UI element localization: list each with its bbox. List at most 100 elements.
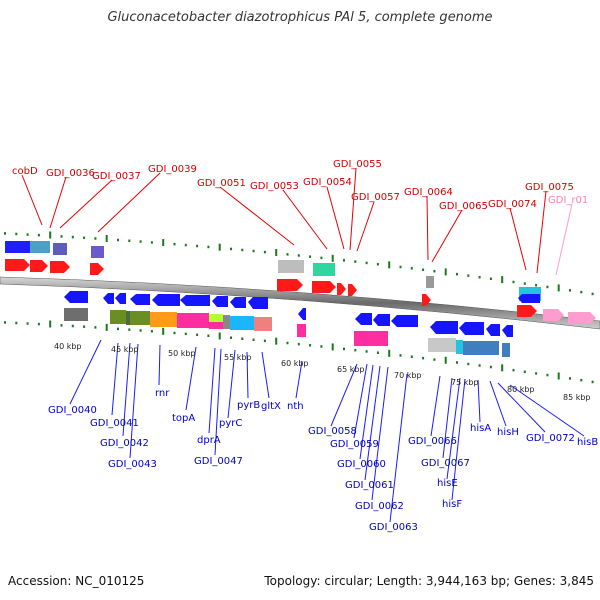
gene-hisE-box[interactable] [456, 340, 463, 354]
label-GDI-0043[interactable]: GDI_0043 [108, 459, 157, 470]
label-GDI-0042[interactable]: GDI_0042 [100, 438, 149, 449]
label-GDI-0053[interactable]: GDI_0053 [250, 181, 299, 192]
label-pyrB[interactable]: pyrB [237, 400, 260, 411]
minor-tick [569, 289, 571, 292]
gene-arrow[interactable] [248, 297, 268, 309]
gene-arrow[interactable] [373, 314, 390, 326]
gene-GDI-0041-box[interactable] [110, 310, 126, 324]
gene-GDI-0066-box[interactable] [428, 338, 456, 352]
gene-GDI-0047-box[interactable] [209, 322, 223, 329]
label-GDI-0074[interactable]: GDI_0074 [488, 199, 537, 210]
label-GDI-0057[interactable]: GDI_0057 [351, 192, 400, 203]
gene-topA-box[interactable] [177, 313, 209, 328]
rrna-arrow[interactable] [543, 309, 564, 321]
label-GDI-0066[interactable]: GDI_0066 [408, 436, 457, 447]
label-GDI-0054[interactable]: GDI_0054 [303, 177, 352, 188]
gene-GDI-0043-box[interactable] [130, 311, 150, 325]
label-hisF[interactable]: hisF [442, 499, 462, 510]
gene-GDI-0064-box[interactable] [426, 276, 434, 288]
gene-arrow[interactable] [391, 315, 418, 327]
gene-arrow[interactable] [312, 281, 336, 293]
label-GDI-0040[interactable]: GDI_0040 [48, 405, 97, 416]
gene-GDI-0036-box[interactable] [30, 241, 50, 253]
label-GDI-0061[interactable]: GDI_0061 [345, 480, 394, 491]
label-hisH[interactable]: hisH [497, 427, 519, 438]
gene-arrow[interactable] [459, 322, 484, 335]
label-GDI-0063[interactable]: GDI_0063 [369, 522, 418, 533]
gene-arrow[interactable] [348, 284, 357, 296]
label-GDI-0036[interactable]: GDI_0036 [46, 168, 95, 179]
gene-dprA-box[interactable] [209, 314, 223, 322]
label-GDI-0059[interactable]: GDI_0059 [330, 439, 379, 450]
gene-arrow[interactable] [64, 291, 88, 303]
gene-GDI-0042-box[interactable] [126, 311, 130, 325]
gene-arrow[interactable] [152, 294, 180, 306]
gene-arrow[interactable] [90, 263, 104, 275]
label-GDI-0037[interactable]: GDI_0037 [92, 171, 141, 182]
major-tick [557, 372, 560, 380]
gene-GDI-0040-box[interactable] [64, 308, 88, 321]
minor-tick [343, 259, 345, 262]
gene-arrow[interactable] [5, 259, 30, 271]
label-nth[interactable]: nth [287, 401, 304, 412]
label-dprA[interactable]: dprA [197, 435, 221, 446]
minor-tick [410, 267, 413, 270]
label-GDI-0055[interactable]: GDI_0055 [333, 159, 382, 170]
label-hisA[interactable]: hisA [470, 423, 491, 434]
label-gltX[interactable]: gltX [261, 401, 281, 412]
gene-pyrB-box[interactable] [230, 316, 254, 330]
gene-arrow[interactable] [518, 294, 540, 303]
label-GDI-0065[interactable]: GDI_0065 [439, 201, 488, 212]
label-GDI-0041[interactable]: GDI_0041 [90, 418, 139, 429]
label-GDI-0060[interactable]: GDI_0060 [337, 459, 386, 470]
gene-arrow[interactable] [130, 294, 150, 305]
rrna-arrow[interactable] [568, 312, 596, 324]
label-GDI-0047[interactable]: GDI_0047 [194, 456, 243, 467]
gene-arrow[interactable] [50, 261, 70, 273]
gene-gltX-box[interactable] [254, 317, 272, 331]
label-cobD[interactable]: cobD [12, 166, 38, 177]
gene-arrow[interactable] [337, 283, 346, 295]
label-GDI-0075[interactable]: GDI_0075 [525, 182, 574, 193]
gene-nth-box[interactable] [297, 324, 306, 337]
gene-arrow[interactable] [502, 325, 513, 337]
gene-GDI-0037-box[interactable] [53, 243, 67, 255]
gene-arrow[interactable] [180, 295, 210, 306]
label-hisE[interactable]: hisE [437, 478, 458, 489]
gene-arrow[interactable] [103, 293, 114, 304]
label-GDI-0051[interactable]: GDI_0051 [197, 178, 246, 189]
gene-hisF-box[interactable] [463, 341, 499, 355]
kbp-label: 55 kbp [224, 353, 252, 362]
label-GDI-0067[interactable]: GDI_0067 [421, 458, 470, 469]
label-topA[interactable]: topA [172, 413, 195, 424]
gene-pyrC-box[interactable] [223, 315, 230, 329]
label-GDI-0058[interactable]: GDI_0058 [308, 426, 357, 437]
gene-GDI-0058-box[interactable] [354, 331, 388, 346]
gene-hisB-box[interactable] [502, 343, 510, 357]
label-GDI-0039[interactable]: GDI_0039 [148, 164, 197, 175]
gene-GDI-0039-box[interactable] [91, 246, 104, 258]
gene-arrow[interactable] [277, 279, 303, 291]
label-rnr[interactable]: rnr [155, 388, 170, 399]
minor-tick [117, 327, 119, 331]
gene-arrow[interactable] [298, 308, 306, 320]
label-hisB[interactable]: hisB [577, 437, 598, 448]
gene-arrow[interactable] [486, 324, 500, 336]
gene-arrow[interactable] [212, 296, 228, 307]
gene-GDI-0051-box[interactable] [278, 260, 304, 273]
label-GDI-r01[interactable]: GDI_r01 [548, 195, 588, 206]
gene-cobD-box[interactable] [5, 241, 30, 253]
gene-arrow[interactable] [517, 305, 537, 317]
gene-arrow[interactable] [115, 293, 126, 304]
label-pyrC[interactable]: pyrC [219, 418, 242, 429]
label-GDI-0062[interactable]: GDI_0062 [355, 501, 404, 512]
gene-arrow[interactable] [230, 297, 246, 308]
label-GDI-0072[interactable]: GDI_0072 [526, 433, 575, 444]
gene-arrow[interactable] [30, 260, 48, 272]
gene-GDI-0054-box[interactable] [313, 263, 335, 276]
gene-arrow[interactable] [422, 294, 431, 306]
gene-rnr-box[interactable] [150, 312, 177, 327]
gene-arrow[interactable] [355, 313, 372, 325]
gene-arrow[interactable] [430, 321, 458, 334]
label-GDI-0064[interactable]: GDI_0064 [404, 187, 453, 198]
